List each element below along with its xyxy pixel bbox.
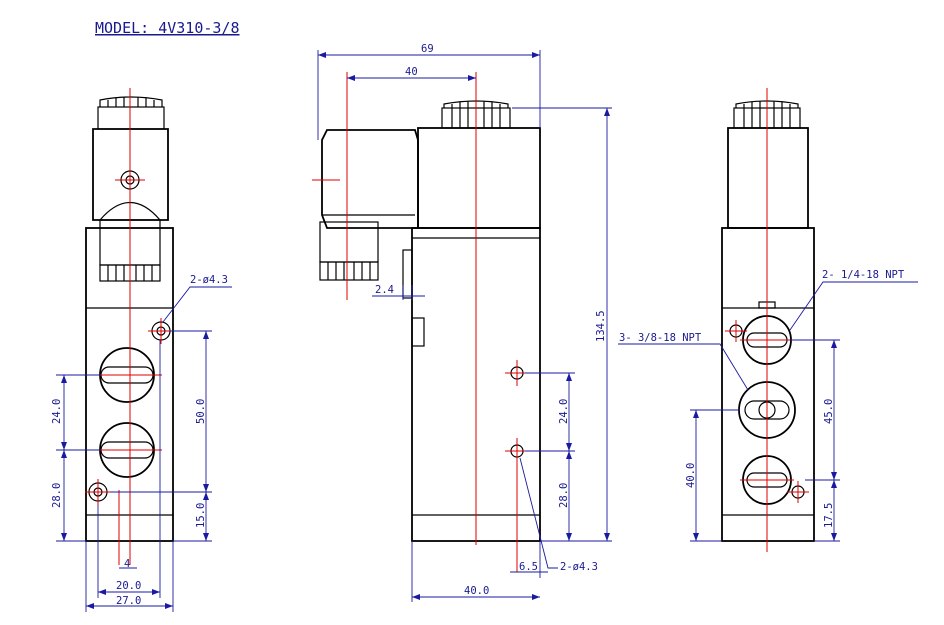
side-manual-override — [402, 249, 413, 299]
side-dim-2-4: 2.4 — [375, 284, 394, 296]
front-dim-27: 27.0 — [116, 595, 141, 607]
rear-port-callout-small: 2- 1/4-18 NPT — [822, 269, 905, 281]
front-connector-body — [92, 128, 169, 221]
side-dim-40-bottom: 40.0 — [464, 585, 489, 597]
side-dim-69: 69 — [421, 43, 434, 55]
side-dim-40-top: 40 — [405, 66, 418, 78]
side-solenoid-coil — [417, 127, 541, 229]
front-dim-50: 50.0 — [195, 399, 207, 424]
side-dim-28: 28.0 — [558, 483, 570, 508]
rear-solenoid-coil — [727, 127, 809, 229]
model-title: MODEL: 4V310-3/8 — [95, 19, 240, 37]
side-view: 69 40 2.4 134.5 24.0 28.0 6.5 2-ø4.3 — [312, 43, 612, 602]
side-knurled-nut — [319, 261, 379, 281]
front-view: 2-ø4.3 24.0 28.0 50.0 15.0 4 20.0 27.0 — [51, 88, 232, 612]
side-connector-housing — [321, 129, 419, 229]
rear-dim-45: 45.0 — [823, 399, 835, 424]
rear-dim-40: 40.0 — [685, 463, 697, 488]
front-dim-28: 28.0 — [51, 483, 63, 508]
front-dim-4: 4 — [124, 558, 130, 570]
front-dim-15: 15.0 — [195, 503, 207, 528]
front-hole-callout: 2-ø4.3 — [190, 274, 228, 286]
side-dim-24: 24.0 — [558, 399, 570, 424]
rear-port-callout-large: 3- 3/8-18 NPT — [619, 332, 702, 344]
rear-dim-17-5: 17.5 — [823, 503, 835, 528]
rear-valve-body — [721, 227, 815, 542]
front-connector-cap — [97, 96, 165, 130]
rear-coil-cap — [733, 100, 801, 129]
front-dim-20: 20.0 — [116, 580, 141, 592]
front-dim-24: 24.0 — [51, 399, 63, 424]
side-hole-callout: 2-ø4.3 — [560, 561, 598, 573]
rear-view: 2- 1/4-18 NPT 3- 3/8-18 NPT 45.0 17.5 40… — [618, 88, 918, 552]
side-dim-6-5: 6.5 — [519, 561, 538, 573]
side-dim-134-5: 134.5 — [595, 310, 607, 342]
